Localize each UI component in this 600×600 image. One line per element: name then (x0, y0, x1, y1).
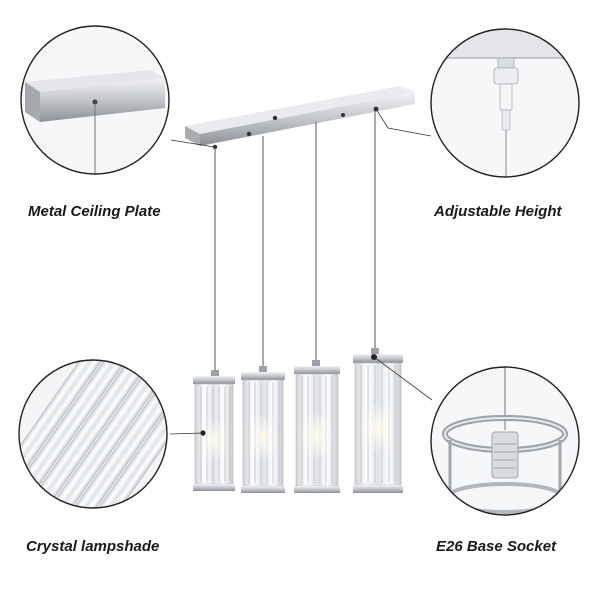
label-metal-ceiling-plate: Metal Ceiling Plate (28, 203, 161, 220)
label-e26-base-socket: E26 Base Socket (436, 538, 557, 555)
leader-lines (169, 108, 433, 435)
crystal-marker-dot (200, 430, 206, 436)
ceiling-plate (185, 86, 415, 150)
callout-adjustable-height (430, 28, 580, 178)
callout-metal-ceiling-plate (20, 25, 170, 175)
suspension-wires (214, 111, 376, 372)
label-crystal-lampshade: Crystal lampshade (26, 538, 160, 555)
pendant-1 (193, 370, 235, 491)
callout-e26-base-socket (430, 366, 580, 516)
pendant-3 (294, 360, 340, 493)
callout-crystal-lampshade (18, 359, 168, 509)
label-adjustable-height: Adjustable Height (434, 203, 562, 220)
pendant-4 (353, 348, 403, 493)
pendant-2 (241, 366, 285, 493)
